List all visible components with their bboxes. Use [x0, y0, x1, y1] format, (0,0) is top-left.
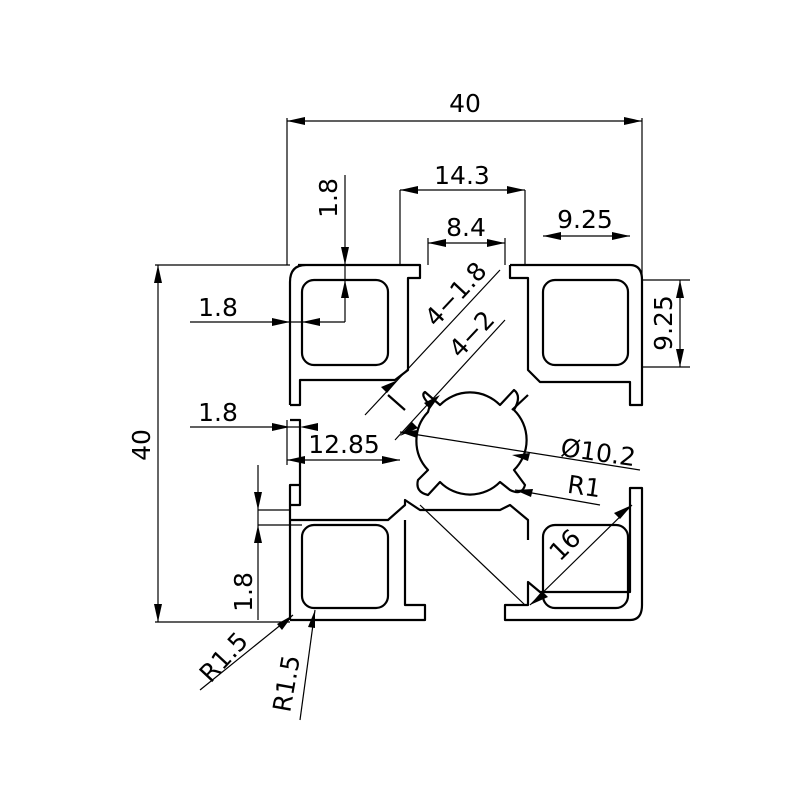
arrowhead: [300, 423, 318, 431]
arrowhead: [614, 505, 632, 519]
arrowhead: [676, 349, 684, 367]
arrowhead: [277, 615, 293, 630]
label-pocket-width: 9.25: [557, 205, 613, 234]
pocket-top-right: [541, 278, 630, 367]
arrowhead: [254, 492, 262, 510]
pocket-bottom-left: [300, 523, 390, 610]
arrowhead: [400, 186, 418, 194]
label-inner-corner-radius: R1.5: [267, 653, 305, 714]
arrowhead: [341, 280, 349, 298]
arrowhead: [530, 591, 548, 605]
arrowhead: [287, 117, 305, 125]
arrowhead: [487, 239, 505, 247]
arrowhead: [154, 604, 162, 622]
arrowhead: [512, 453, 530, 461]
web-left: [387, 394, 406, 411]
label-overall-width: 40: [449, 89, 481, 118]
arrowhead: [507, 186, 525, 194]
label-bore-diameter: Ø10.2: [559, 433, 638, 472]
center-bore: [415, 388, 528, 497]
arrowhead: [154, 265, 162, 283]
label-outer-corner-radius: R1.5: [194, 626, 254, 688]
pocket-bottom-right: [541, 523, 630, 610]
label-bore-radius: R1: [566, 470, 603, 503]
label-wall-side-middle: 1.8: [198, 398, 238, 427]
arrowhead: [624, 117, 642, 125]
label-slot-outer-width: 14.3: [434, 161, 490, 190]
label-wall-bottom: 1.8: [229, 572, 258, 612]
arrowhead: [612, 232, 630, 240]
arrowhead: [341, 247, 349, 265]
label-overall-height: 40: [127, 429, 156, 461]
arrowhead: [382, 456, 400, 464]
arrowhead: [254, 525, 262, 543]
arrowhead: [272, 318, 290, 326]
arrowhead: [428, 239, 446, 247]
dimension-lines: [154, 117, 690, 721]
label-wall-side-upper: 1.8: [198, 293, 238, 322]
label-slot-opening-width: 8.4: [446, 213, 486, 242]
arrowhead: [515, 489, 533, 497]
label-pocket-height: 9.25: [649, 295, 678, 351]
arrowhead: [287, 456, 305, 464]
label-wall-top: 1.8: [314, 178, 343, 218]
arrowhead: [302, 318, 320, 326]
arrowhead: [381, 380, 398, 393]
arrowhead: [543, 232, 561, 240]
arrowhead: [424, 395, 440, 409]
arrowhead: [676, 280, 684, 298]
label-diagonal-length: 16: [543, 523, 586, 566]
arrowhead: [400, 430, 418, 438]
arrowhead: [308, 610, 315, 628]
arrowhead: [272, 423, 290, 431]
label-core-offset: 12.85: [308, 430, 380, 459]
